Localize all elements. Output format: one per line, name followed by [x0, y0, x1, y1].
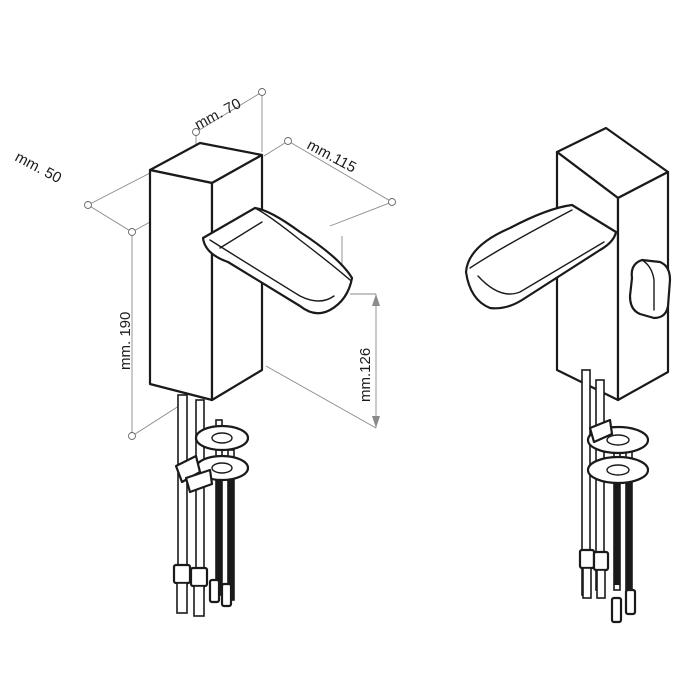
faucet-spout-right — [464, 203, 618, 310]
mounting-hardware-left — [172, 394, 250, 617]
dimension-depth: mm. 50 — [12, 149, 64, 187]
faucet-spout-left — [201, 206, 354, 315]
dimension-width: mm. 70 — [192, 95, 244, 133]
left-faucet: mm. 70 mm. 50 mm.115 mm. 190 mm.126 — [12, 88, 396, 617]
thread-marks-left — [216, 470, 234, 600]
dimension-spout-length: mm.115 — [304, 137, 359, 177]
dimension-spout-height: mm.126 — [357, 348, 374, 402]
side-knob — [628, 258, 672, 320]
right-faucet — [464, 126, 672, 624]
thread-marks-right — [614, 470, 632, 590]
dimension-height: mm. 190 — [117, 312, 134, 370]
dimension-lines — [84, 88, 396, 440]
mounting-hardware-right — [578, 369, 650, 624]
